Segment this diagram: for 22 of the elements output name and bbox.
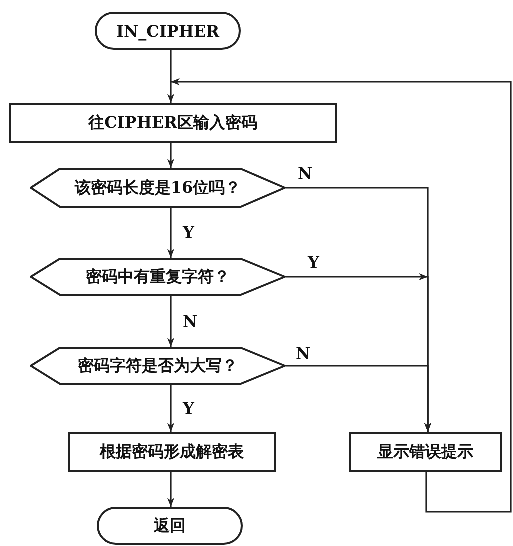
arrow bbox=[167, 208, 175, 258]
arrow bbox=[286, 365, 432, 432]
arrow bbox=[171, 78, 512, 513]
arrow bbox=[167, 472, 175, 507]
arrow bbox=[167, 385, 175, 432]
edge-label: N bbox=[183, 314, 198, 330]
arrow bbox=[167, 143, 175, 168]
decision-hexagon: 该密码长度是16位吗？ bbox=[30, 168, 286, 208]
edge-label: Y bbox=[183, 400, 194, 416]
process-box: 往CIPHER区输入密码 bbox=[9, 103, 337, 143]
arrow bbox=[167, 50, 175, 103]
edge-label: Y bbox=[183, 225, 194, 241]
process-box: 显示错误提示 bbox=[349, 432, 502, 472]
edge-label: Y bbox=[308, 255, 320, 271]
decision-hexagon: 密码字符是否为大写？ bbox=[30, 347, 286, 385]
process-box: 根据密码形成解密表 bbox=[68, 432, 276, 472]
edge-label: N bbox=[298, 166, 313, 182]
arrow bbox=[167, 296, 175, 347]
terminal-shape: 返回 bbox=[97, 507, 243, 545]
edge-label: N bbox=[296, 346, 311, 362]
decision-hexagon: 密码中有重复字符？ bbox=[30, 258, 286, 296]
terminal-shape: IN_CIPHER bbox=[95, 12, 241, 50]
